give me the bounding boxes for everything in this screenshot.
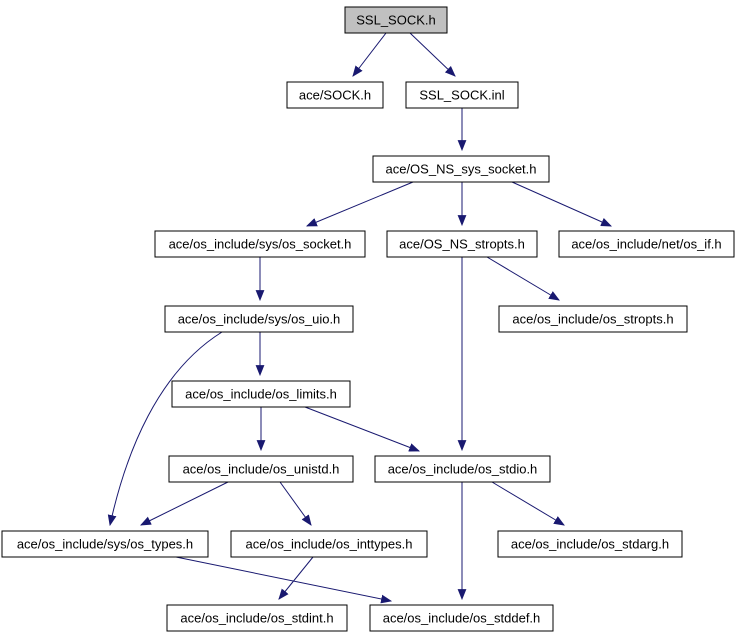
node-sys_os_types[interactable]: ace/os_include/sys/os_types.h [1, 530, 209, 558]
node-box-os_stdio[interactable] [374, 455, 551, 483]
node-box-ssl_sock_inl[interactable] [405, 81, 519, 109]
node-box-os_ns_sys_socket[interactable] [372, 155, 550, 183]
node-label-sys_os_types: ace/os_include/sys/os_types.h [17, 537, 193, 552]
edge-os_ns_sys_socket-to-sys_os_socket [305, 181, 414, 227]
edge-os_ns_sys_socket-to-net_os_if [511, 181, 613, 227]
node-label-ssl_sock_inl: SSL_SOCK.inl [419, 88, 504, 103]
node-box-os_limits[interactable] [171, 380, 351, 408]
edge-os_stdio-to-os_stdarg [491, 481, 565, 526]
edge-os_ns_stropts-to-os_stropts [486, 256, 560, 301]
node-label-ssl_sock_h: SSL_SOCK.h [356, 13, 436, 28]
node-label-os_stddef: ace/os_include/os_stddef.h [383, 611, 541, 626]
node-os_ns_sys_socket[interactable]: ace/OS_NS_sys_socket.h [372, 155, 550, 183]
node-box-net_os_if[interactable] [558, 230, 735, 258]
node-box-os_stropts[interactable] [498, 305, 688, 333]
node-label-ace_sock_h: ace/SOCK.h [299, 88, 371, 103]
node-label-net_os_if: ace/os_include/net/os_if.h [571, 237, 721, 252]
node-os_ns_stropts[interactable]: ace/OS_NS_stropts.h [386, 230, 538, 258]
node-label-os_ns_stropts: ace/OS_NS_stropts.h [399, 237, 525, 252]
node-os_stropts[interactable]: ace/os_include/os_stropts.h [498, 305, 688, 333]
node-label-os_stdarg: ace/os_include/os_stdarg.h [511, 537, 669, 552]
node-os_stdint[interactable]: ace/os_include/os_stdint.h [166, 604, 348, 632]
node-box-sys_os_socket[interactable] [154, 230, 366, 258]
node-ssl_sock_h: SSL_SOCK.h [344, 6, 448, 34]
node-sys_os_socket[interactable]: ace/os_include/sys/os_socket.h [154, 230, 366, 258]
node-box-os_ns_stropts[interactable] [386, 230, 538, 258]
node-label-os_limits: ace/os_include/os_limits.h [185, 387, 337, 402]
node-label-sys_os_uio: ace/os_include/sys/os_uio.h [178, 312, 341, 327]
edge-ssl_sock_h-to-ssl_sock_inl [409, 32, 456, 77]
node-os_unistd[interactable]: ace/os_include/os_unistd.h [168, 455, 354, 483]
node-box-sys_os_types[interactable] [1, 530, 209, 558]
node-os_limits[interactable]: ace/os_include/os_limits.h [171, 380, 351, 408]
edge-ssl_sock_h-to-ace_sock_h [352, 32, 387, 77]
edge-os_inttypes-to-os_stdint [278, 556, 314, 600]
node-os_stddef[interactable]: ace/os_include/os_stddef.h [369, 604, 554, 632]
node-label-os_unistd: ace/os_include/os_unistd.h [183, 462, 340, 477]
node-os_stdarg[interactable]: ace/os_include/os_stdarg.h [497, 530, 683, 558]
node-ace_sock_h[interactable]: ace/SOCK.h [286, 81, 384, 109]
edge-sys_os_uio-to-sys_os_types [107, 331, 223, 527]
edge-os_unistd-to-os_inttypes [279, 481, 312, 526]
node-box-os_stdarg[interactable] [497, 530, 683, 558]
node-os_inttypes[interactable]: ace/os_include/os_inttypes.h [230, 530, 428, 558]
node-label-sys_os_socket: ace/os_include/sys/os_socket.h [169, 237, 352, 252]
node-label-os_stdio: ace/os_include/os_stdio.h [388, 462, 538, 477]
edges-layer [107, 32, 613, 604]
node-box-ace_sock_h[interactable] [286, 81, 384, 109]
node-box-os_inttypes[interactable] [230, 530, 428, 558]
node-label-os_ns_sys_socket: ace/OS_NS_sys_socket.h [385, 162, 536, 177]
node-label-os_stropts: ace/os_include/os_stropts.h [512, 312, 673, 327]
node-ssl_sock_inl[interactable]: SSL_SOCK.inl [405, 81, 519, 109]
node-box-os_unistd[interactable] [168, 455, 354, 483]
edge-os_limits-to-os_stdio [304, 406, 421, 452]
node-box-os_stdint[interactable] [166, 604, 348, 632]
node-box-sys_os_uio[interactable] [164, 305, 354, 333]
node-os_stdio[interactable]: ace/os_include/os_stdio.h [374, 455, 551, 483]
node-sys_os_uio[interactable]: ace/os_include/sys/os_uio.h [164, 305, 354, 333]
node-box-os_stddef[interactable] [369, 604, 554, 632]
edge-os_unistd-to-sys_os_types [140, 481, 229, 526]
node-box-ssl_sock_h [344, 6, 448, 34]
node-net_os_if[interactable]: ace/os_include/net/os_if.h [558, 230, 735, 258]
node-label-os_inttypes: ace/os_include/os_inttypes.h [246, 537, 413, 552]
nodes-layer: SSL_SOCK.h ace/SOCK.h SSL_SOCK.inl ace/OS_N… [1, 6, 735, 632]
node-label-os_stdint: ace/os_include/os_stdint.h [180, 611, 333, 626]
edge-sys_os_types-to-os_stddef [175, 556, 393, 604]
